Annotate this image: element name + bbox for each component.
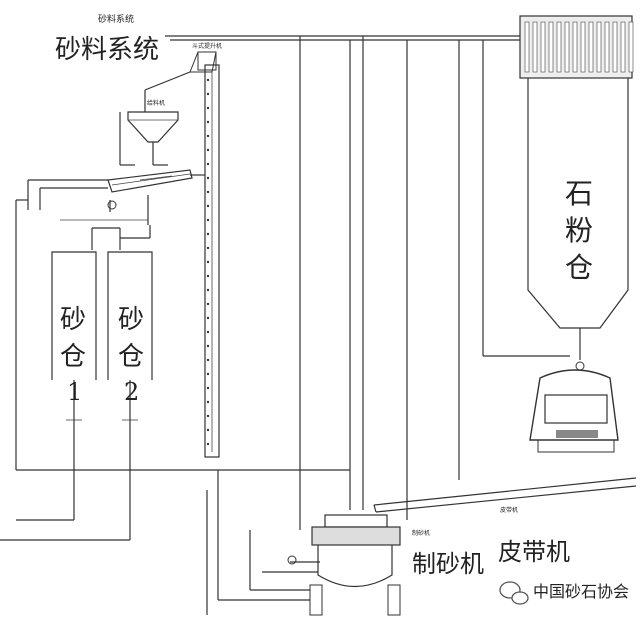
bucket-elevator: 斗式提升机 bbox=[189, 42, 222, 458]
elevator-bucket bbox=[206, 78, 210, 82]
sand-bin-2-char-2: 仓 bbox=[118, 342, 144, 372]
elevator-bucket bbox=[206, 330, 210, 334]
elevator-bucket bbox=[206, 386, 210, 390]
conveyor-label-small: 皮带机 bbox=[500, 506, 518, 514]
powder-silo-char-3: 仓 bbox=[565, 251, 593, 284]
filter-bag bbox=[532, 21, 538, 73]
elevator-bucket bbox=[206, 372, 210, 376]
wechat-icon bbox=[499, 581, 529, 605]
filter-bag bbox=[548, 21, 554, 73]
elevator-bucket bbox=[206, 316, 210, 320]
elevator-bucket bbox=[206, 302, 210, 306]
sand-bin-2-number: 2 bbox=[124, 378, 139, 406]
belt-conveyor: 皮带机 皮带机 bbox=[373, 477, 637, 566]
elevator-bucket bbox=[206, 92, 210, 96]
filter-bag bbox=[580, 21, 586, 73]
watermark: 中国砂石协会 bbox=[499, 581, 629, 605]
filter-bag bbox=[596, 21, 602, 73]
filter-bag bbox=[612, 21, 618, 73]
powder-silo-char-2: 粉 bbox=[565, 214, 593, 247]
stone-powder-silo: 石 粉 仓 bbox=[519, 15, 634, 360]
sand-bin-1-char-2: 仓 bbox=[60, 342, 86, 372]
elevator-bucket bbox=[206, 162, 210, 166]
sand-bin-1-char-1: 砂 bbox=[60, 305, 86, 335]
filter-bag bbox=[620, 21, 626, 73]
elevator-bucket bbox=[206, 120, 210, 124]
elevator-bucket bbox=[206, 400, 210, 404]
powder-silo-char-1: 石 bbox=[565, 177, 593, 210]
diagram-subtitle-small: 砂料系统 bbox=[98, 13, 134, 25]
elevator-bucket bbox=[206, 246, 210, 250]
sand-bin-1: 砂 仓 1 bbox=[16, 251, 97, 521]
filter-bag bbox=[572, 21, 578, 73]
diagram-title: 砂料系统 bbox=[55, 35, 159, 65]
elevator-bucket bbox=[206, 358, 210, 362]
filter-bag bbox=[556, 21, 562, 73]
elevator-bucket bbox=[206, 442, 210, 446]
filter-bag bbox=[564, 21, 570, 73]
elevator-bucket bbox=[206, 148, 210, 152]
elevator-label: 斗式提升机 bbox=[192, 42, 222, 50]
elevator-bucket bbox=[206, 204, 210, 208]
elevator-bucket bbox=[206, 232, 210, 236]
elevator-bucket bbox=[206, 176, 210, 180]
elevator-bucket bbox=[206, 218, 210, 222]
elevator-bucket bbox=[206, 414, 210, 418]
elevator-bucket bbox=[206, 106, 210, 110]
elevator-bucket bbox=[206, 274, 210, 278]
sand-bin-2-char-1: 砂 bbox=[118, 305, 144, 335]
sand-bin-2: 砂 仓 2 bbox=[0, 251, 153, 541]
elevator-bucket bbox=[206, 134, 210, 138]
conveyor-label: 皮带机 bbox=[498, 538, 570, 566]
filter-bag bbox=[540, 21, 546, 73]
filter-bag bbox=[588, 21, 594, 73]
hopper-label: 给料机 bbox=[147, 99, 165, 107]
filter-bag bbox=[524, 21, 530, 73]
feed-hopper: 给料机 bbox=[119, 71, 191, 165]
elevator-bucket bbox=[206, 344, 210, 348]
vibrating-screen bbox=[15, 164, 205, 470]
filter-bag bbox=[628, 21, 634, 73]
elevator-bucket bbox=[206, 428, 210, 432]
filter-bag bbox=[604, 21, 610, 73]
elevator-bucket bbox=[206, 190, 210, 194]
sand-maker-label: 制砂机 bbox=[412, 550, 484, 578]
elevator-bucket bbox=[206, 288, 210, 292]
watermark-text: 中国砂石协会 bbox=[533, 582, 629, 601]
sand-bin-1-number: 1 bbox=[67, 378, 82, 406]
elevator-bucket bbox=[206, 260, 210, 264]
bulk-truck bbox=[529, 361, 619, 453]
sand-maker-label-small: 制砂机 bbox=[412, 529, 430, 537]
